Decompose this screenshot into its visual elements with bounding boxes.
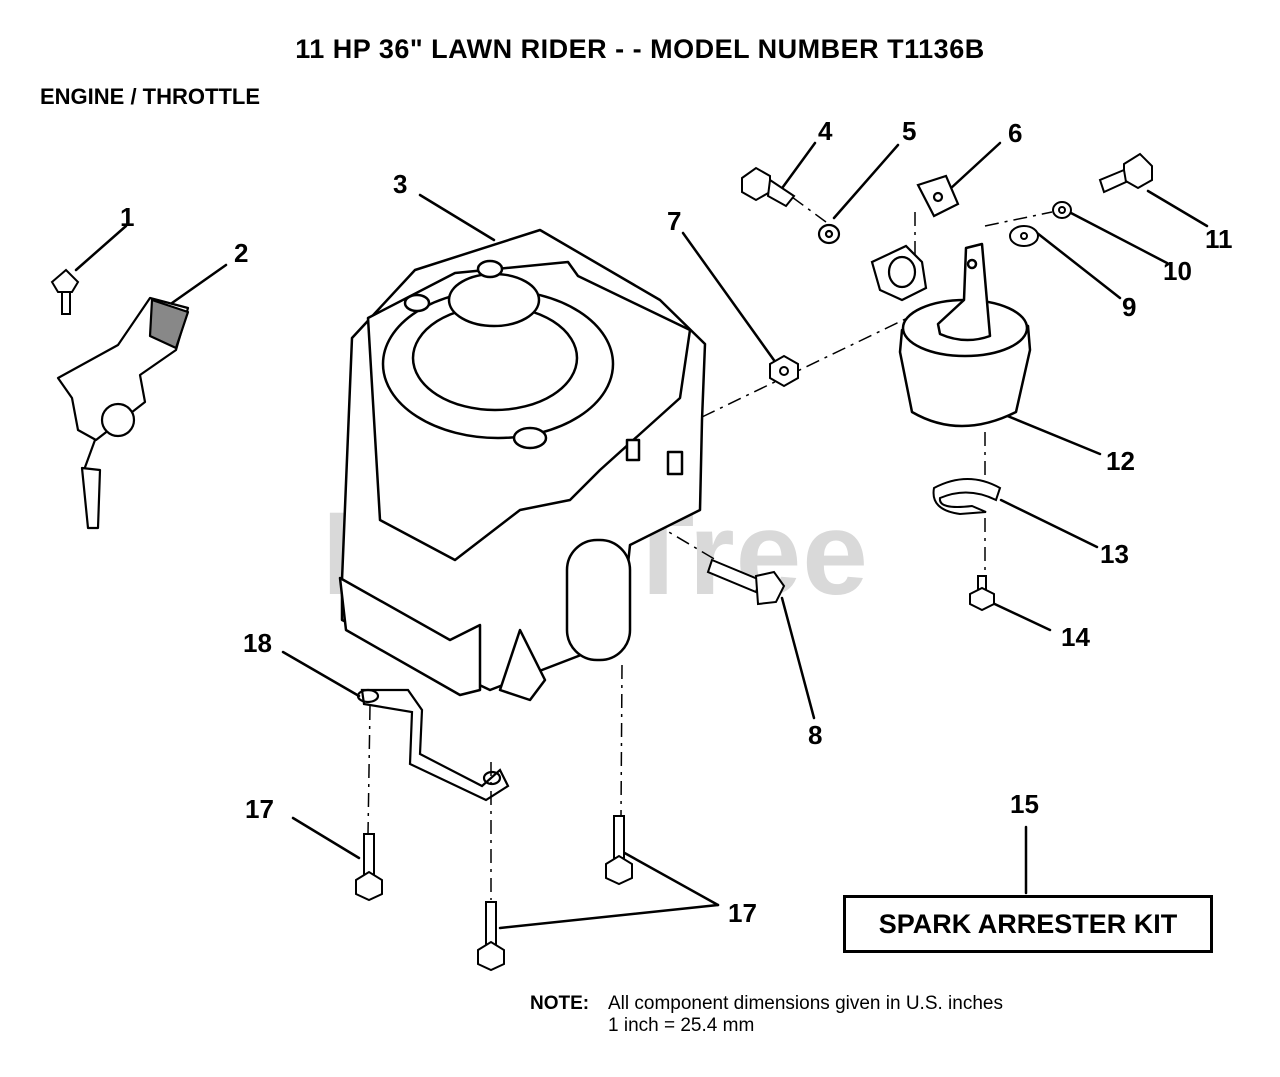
callout-18: 18 [243, 628, 272, 658]
bracket-18-icon [356, 688, 510, 802]
leader-2 [170, 263, 228, 305]
muffler-icon [898, 242, 1032, 428]
callout-3: 3 [393, 169, 408, 199]
callout-8: 8 [808, 720, 823, 750]
callout-6: 6 [1008, 118, 1023, 148]
callout-17a: 17 [245, 794, 274, 824]
leader-9 [1030, 227, 1122, 300]
note-label: NOTE: [530, 993, 590, 1014]
bolt-8-icon [706, 558, 786, 606]
section-title: ENGINE / THROTTLE [40, 84, 260, 109]
leader-4 [778, 141, 817, 193]
engine-icon [338, 228, 707, 702]
clamp-13-icon [932, 478, 1002, 516]
leader-13 [999, 498, 1099, 549]
leader-11 [1146, 189, 1209, 228]
bolt-17-icon [355, 815, 633, 972]
callout-17b: 17 [728, 898, 757, 928]
bolt-11-icon [1098, 152, 1153, 194]
throttle-control-icon [56, 296, 190, 530]
nut-7-icon [769, 354, 799, 388]
leader-10 [1069, 211, 1169, 265]
bolt-4-icon [741, 166, 796, 208]
callout-13: 13 [1100, 539, 1129, 569]
note-line-2: 1 inch = 25.4 mm [608, 1015, 755, 1036]
leader-3 [418, 193, 496, 242]
leader-5 [832, 143, 900, 220]
leader-18 [281, 650, 361, 698]
washer-10-icon [1052, 201, 1072, 219]
leader-8 [780, 596, 816, 720]
diagram-title: 11 HP 36" LAWN RIDER - - MODEL NUMBER T1… [295, 34, 985, 64]
screw-1-icon [50, 268, 80, 315]
spark-arrester-kit-label: SPARK ARRESTER KIT [843, 895, 1213, 953]
callout-15: 15 [1010, 789, 1039, 819]
dimension-note: NOTE: All component dimensions given in U… [530, 993, 1003, 1037]
callout-14: 14 [1061, 622, 1090, 652]
callout-12: 12 [1106, 446, 1135, 476]
leader-6 [948, 141, 1002, 191]
leader-17a [291, 816, 361, 860]
callout-1: 1 [120, 202, 135, 232]
exhaust-flange-icon [817, 174, 960, 302]
leader-1 [74, 224, 128, 272]
leader-17b [619, 849, 720, 907]
washer-9-icon [1009, 225, 1039, 247]
callout-11: 11 [1205, 224, 1233, 254]
callout-9: 9 [1122, 292, 1137, 322]
note-line-1: All component dimensions given in U.S. i… [608, 993, 1003, 1014]
callout-5: 5 [902, 116, 917, 146]
callout-2: 2 [234, 238, 249, 268]
leader-17c [498, 903, 720, 930]
callout-7: 7 [667, 206, 682, 236]
leader-7 [681, 231, 778, 365]
screw-14-icon [969, 575, 995, 612]
callout-4: 4 [818, 116, 833, 146]
callout-10: 10 [1163, 256, 1192, 286]
